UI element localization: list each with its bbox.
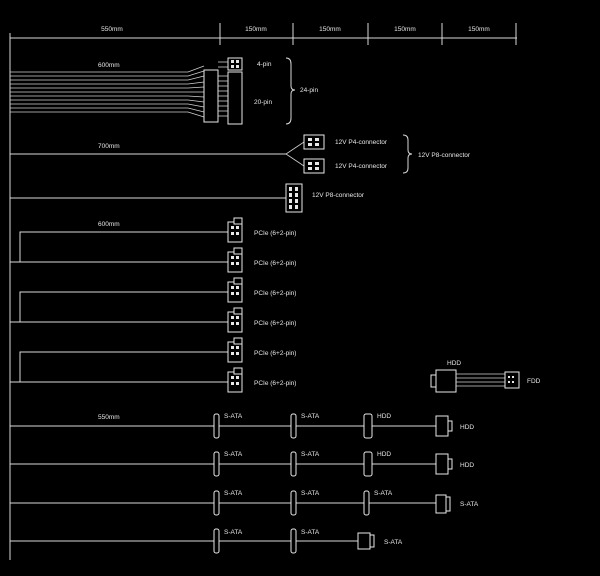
length-ruler: 550mm 150mm 150mm 150mm 150mm [9,23,517,560]
peripheral-row: S-ATA S-ATA HDD HDD [10,413,474,439]
label-24pin: 24-pin [300,87,318,94]
sata-end-connector [435,494,447,514]
row-label: S-ATA [384,539,403,546]
sata-connector [213,528,220,554]
row-label: S-ATA [460,501,479,508]
sata-end-connector [357,532,371,550]
label-pcie: PCIe (6+2-pin) [254,320,296,327]
label-pcie: PCIe (6+2-pin) [254,290,296,297]
ruler-segment-label: 150mm [394,26,416,33]
sata-connector [290,528,297,554]
row-label: S-ATA [301,451,320,458]
sata-connector [290,413,297,439]
row-label: S-ATA [224,413,243,420]
adapter-fdd-label: FDD [527,378,541,385]
peripheral-row: S-ATA S-ATA S-ATA [10,528,403,554]
row-label: HDD [377,413,391,420]
row-label: HDD [460,424,474,431]
row-label: HDD [460,462,474,469]
brace-24pin [285,57,296,125]
row-label: S-ATA [301,529,320,536]
main-cable-length: 600mm [98,62,120,69]
brace-12v-p8 [402,134,413,174]
label-pcie: PCIe (6+2-pin) [254,230,296,237]
main-24pin-cable: 600mm 4-pin 20-pin [10,57,318,125]
pcie-cable-length: 600mm [98,221,120,228]
ruler-segment-label: 550mm [101,26,123,33]
sata-connector [290,451,297,477]
pcie-cables: 600mm [10,217,296,393]
pcie-connector [227,247,243,273]
sata-connector [363,490,370,516]
connector-20pin-face [227,71,243,125]
label-pcie: PCIe (6+2-pin) [254,350,296,357]
hdd-to-fdd-adapter: HDD FDD [430,360,541,393]
label-4pin: 4-pin [257,61,272,68]
hdd-molex-inline [363,413,373,439]
row-label: HDD [377,451,391,458]
connector-4pin [227,57,243,71]
row-label: S-ATA [224,529,243,536]
ruler-segment-label: 150mm [319,26,341,33]
sata-connector [213,451,220,477]
sata-connector [213,490,220,516]
hdd-molex-end [435,453,449,475]
label-12v-p4-b: 12V P4-connector [335,163,388,170]
connector-20pin [203,69,219,123]
peripheral-row: S-ATA S-ATA HDD HDD [10,451,474,477]
peripheral-cables: 550mm S-ATA S-ATA HDD HDD S-ATA S-ATA HD… [10,413,479,554]
sata-connector [213,413,220,439]
pcie-connector [227,337,243,363]
label-12v-p8-group: 12V P8-connector [418,152,471,159]
ruler-segment-label: 150mm [245,26,267,33]
row-label: S-ATA [301,413,320,420]
adapter-fdd-connector [504,371,520,389]
pcie-connector [227,217,243,243]
connector-12v-p4-a [303,134,325,150]
cpu-cable-length: 700mm [98,143,120,150]
connector-12v-p4-b [303,158,325,174]
label-pcie: PCIe (6+2-pin) [254,380,296,387]
row-label: S-ATA [224,451,243,458]
hdd-molex-end [435,415,449,437]
cpu-12v-cable: 700mm 12V P4-connector 12V P4-connector … [10,134,471,213]
hdd-molex-inline [363,451,373,477]
adapter-hdd-connector [435,369,457,393]
row-label: S-ATA [374,490,393,497]
pcie-connector [227,367,243,393]
label-pcie: PCIe (6+2-pin) [254,260,296,267]
label-12v-p4-a: 12V P4-connector [335,139,388,146]
sata-connector [290,490,297,516]
adapter-hdd-label: HDD [447,360,461,367]
connector-12v-p8 [285,183,303,213]
label-20pin: 20-pin [254,99,272,106]
pcie-connector [227,307,243,333]
label-12v-p8: 12V P8-connector [312,192,365,199]
row-label: S-ATA [301,490,320,497]
pcie-connector [227,277,243,303]
row-label: S-ATA [224,490,243,497]
ruler-segment-label: 150mm [468,26,490,33]
peripheral-cable-length: 550mm [98,414,120,421]
peripheral-row: S-ATA S-ATA S-ATA S-ATA [10,490,479,516]
